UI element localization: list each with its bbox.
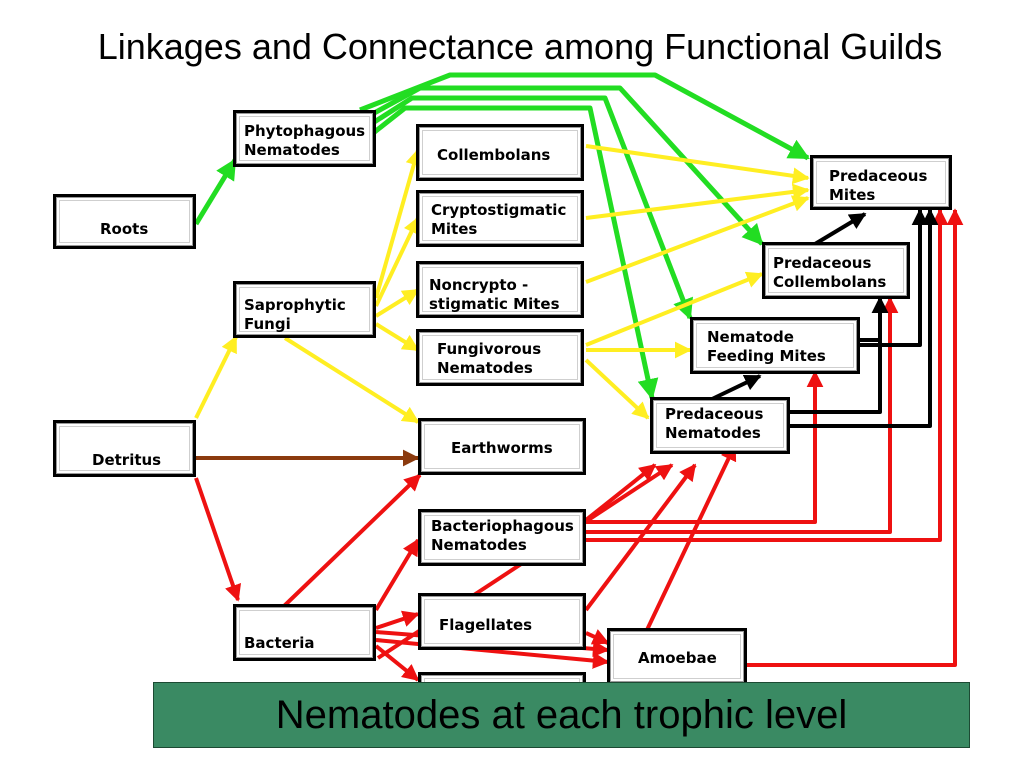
- node-nematode-feeding-mites: Nematode Feeding Mites: [690, 317, 860, 374]
- node-detritus: Detritus: [53, 420, 196, 477]
- node-bacteria: Bacteria: [233, 604, 376, 661]
- edge-bacteria-amoebae-2: [375, 638, 610, 669]
- edge-phytophagous-predaceous-mites: [359, 72, 810, 161]
- edge-phytophagous-predaceous-nematodes: [370, 105, 659, 401]
- node-bacteriophagous-nematodes: Bacteriophagous Nematodes: [418, 509, 586, 566]
- edge-fungi-fungivorous: [374, 322, 420, 352]
- edge-fungivorous-predaceous-collembolans: [585, 271, 764, 347]
- edge-bacteriophagous-predaceous-collembolans: [586, 296, 899, 534]
- edge-fungi-earthworms: [283, 336, 420, 424]
- edge-amoebae-predaceous-mites: [745, 208, 964, 667]
- edge-predaceous-nematodes-predaceous-collembolans: [790, 296, 889, 414]
- node-fungivorous-nematodes: Fungivorous Nematodes: [416, 329, 584, 386]
- node-amoebae: Amoebae: [607, 628, 747, 685]
- edge-bacteria-flagellates: [375, 610, 420, 630]
- edge-bacteria-bacteriophagous: [374, 538, 420, 612]
- node-cryptostigmatic-mites: Cryptostigmatic Mites: [416, 190, 584, 247]
- edge-predaceous-nematodes-nematode-feeding-mites: [709, 374, 762, 402]
- edge-collembolans-predaceous-mites: [585, 144, 810, 185]
- edge-detritus-bacteria: [194, 477, 242, 602]
- node-roots: Roots: [53, 194, 196, 249]
- node-predaceous-collembolans: Predaceous Collembolans: [762, 242, 910, 299]
- edge-fungi-noncryptostigmatic: [374, 288, 420, 318]
- edge-fungivorous-predaceous-nematodes: [584, 358, 650, 420]
- edge-flagellates-predaceous-nematodes: [584, 463, 697, 612]
- edge-bacteriophagous-nematode-feeding-mites: [586, 370, 824, 524]
- edge-phytophagous-nematode-feeding-mites: [366, 95, 693, 320]
- node-phytophagous-nematodes: Phytophagous Nematodes: [233, 110, 376, 167]
- node-noncryptostigmatic-mites: Noncrypto - stigmatic Mites: [416, 261, 584, 318]
- edge-noncryptostigmatic-predaceous-mites: [585, 195, 810, 284]
- edge-bacteriophagous-predaceous-nematodes: [584, 463, 657, 522]
- edge-bacteria-earthworms: [280, 473, 422, 610]
- edge-roots-phytophagous: [193, 158, 238, 226]
- edge-predaceous-collembolans-predaceous-mites: [813, 212, 867, 246]
- node-flagellates: Flagellates: [418, 593, 586, 650]
- edge-phytophagous-predaceous-collembolans: [363, 85, 764, 246]
- edge-nematode-feeding-mites-predaceous-collembolans: [860, 296, 889, 342]
- banner-caption: Nematodes at each trophic level: [153, 682, 970, 748]
- edge-flagellates-amoebae: [585, 629, 610, 645]
- node-earthworms: Earthworms: [418, 418, 586, 475]
- node-predaceous-mites: Predaceous Mites: [810, 155, 952, 210]
- page-title: Linkages and Connectance among Functiona…: [97, 26, 943, 67]
- edge-detritus-fungi: [194, 335, 238, 419]
- node-collembolans: Collembolans: [416, 124, 584, 181]
- edge-cryptostigmatic-predaceous-mites: [585, 183, 810, 220]
- node-saprophytic-fungi: Saprophytic Fungi: [233, 281, 376, 338]
- edge-bacteriophagous-predaceous-mites: [586, 208, 949, 542]
- edge-fungi-cryptostigmatic: [374, 216, 420, 307]
- node-predaceous-nematodes: Predaceous Nematodes: [650, 397, 790, 454]
- edge-fungi-collembolans: [374, 148, 422, 299]
- edge-predaceous-nematodes-predaceous-mites: [790, 208, 939, 428]
- edge-bacteria-bacteriophagous-2: [374, 644, 420, 682]
